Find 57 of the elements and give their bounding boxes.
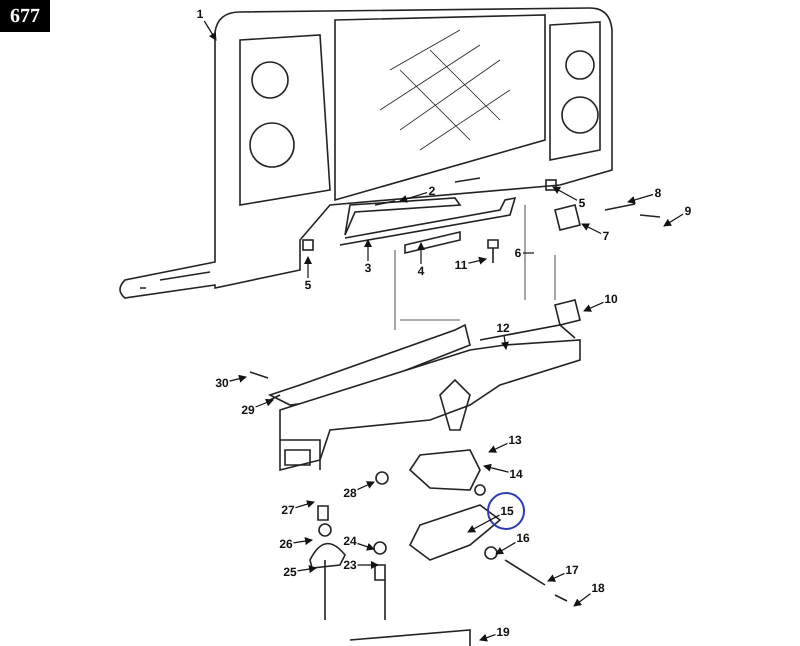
callout-number: 13 — [508, 433, 522, 447]
callout-number: 25 — [282, 565, 298, 579]
callout-number: 6 — [513, 246, 523, 260]
callout-number: 8 — [653, 186, 663, 200]
callout-number: 26 — [278, 537, 294, 551]
leader-line — [581, 223, 602, 234]
leader-line — [295, 500, 315, 508]
leader-line — [417, 242, 425, 264]
leader-line — [523, 252, 534, 254]
callout-number: 15 — [500, 504, 514, 518]
leader-line — [495, 542, 516, 555]
callout-number: 3 — [363, 261, 373, 275]
leader-line — [358, 561, 379, 569]
leader-line — [255, 398, 274, 408]
leader-line — [468, 256, 487, 265]
callout-number: 17 — [564, 563, 580, 577]
leader-line — [501, 334, 509, 350]
leader-line — [304, 256, 312, 278]
callout-number: 29 — [240, 403, 256, 417]
leader-line — [357, 481, 375, 490]
leader-line — [483, 464, 509, 473]
leader-line — [547, 572, 565, 582]
callout-number: 23 — [342, 558, 358, 572]
leader-line — [229, 374, 247, 383]
leader-line — [293, 537, 313, 546]
callout-number: 10 — [604, 292, 618, 306]
leader-line — [479, 634, 496, 642]
callout-number: 7 — [601, 229, 611, 243]
callout-number: 19 — [496, 625, 510, 639]
callout-number: 4 — [416, 264, 426, 278]
leader-line — [297, 565, 317, 574]
callout-number: 18 — [590, 581, 606, 595]
leader-line — [627, 194, 654, 204]
leader-line — [583, 302, 604, 312]
leader-line — [488, 442, 508, 453]
page-number: 677 — [0, 0, 50, 32]
leader-line — [364, 239, 372, 261]
callout-number: 5 — [303, 278, 313, 292]
leader-line — [663, 214, 684, 227]
callout-number: 2 — [427, 184, 437, 198]
callout-number: 11 — [454, 258, 468, 272]
leader-line — [399, 192, 428, 203]
callout-number: 28 — [342, 486, 358, 500]
callout-number: 12 — [496, 321, 510, 335]
callout-number: 27 — [280, 503, 296, 517]
callout-number: 1 — [195, 7, 205, 21]
callout-number: 14 — [508, 467, 524, 481]
callout-number: 5 — [577, 196, 587, 210]
leader-line — [573, 593, 591, 607]
callout-number: 24 — [342, 534, 358, 548]
leader-line — [357, 542, 375, 551]
callout-number: 9 — [683, 204, 693, 218]
leader-line — [552, 186, 578, 201]
leader-line — [467, 514, 500, 533]
callout-number: 30 — [214, 376, 230, 390]
leader-line — [204, 20, 217, 41]
callout-number: 16 — [516, 531, 530, 545]
